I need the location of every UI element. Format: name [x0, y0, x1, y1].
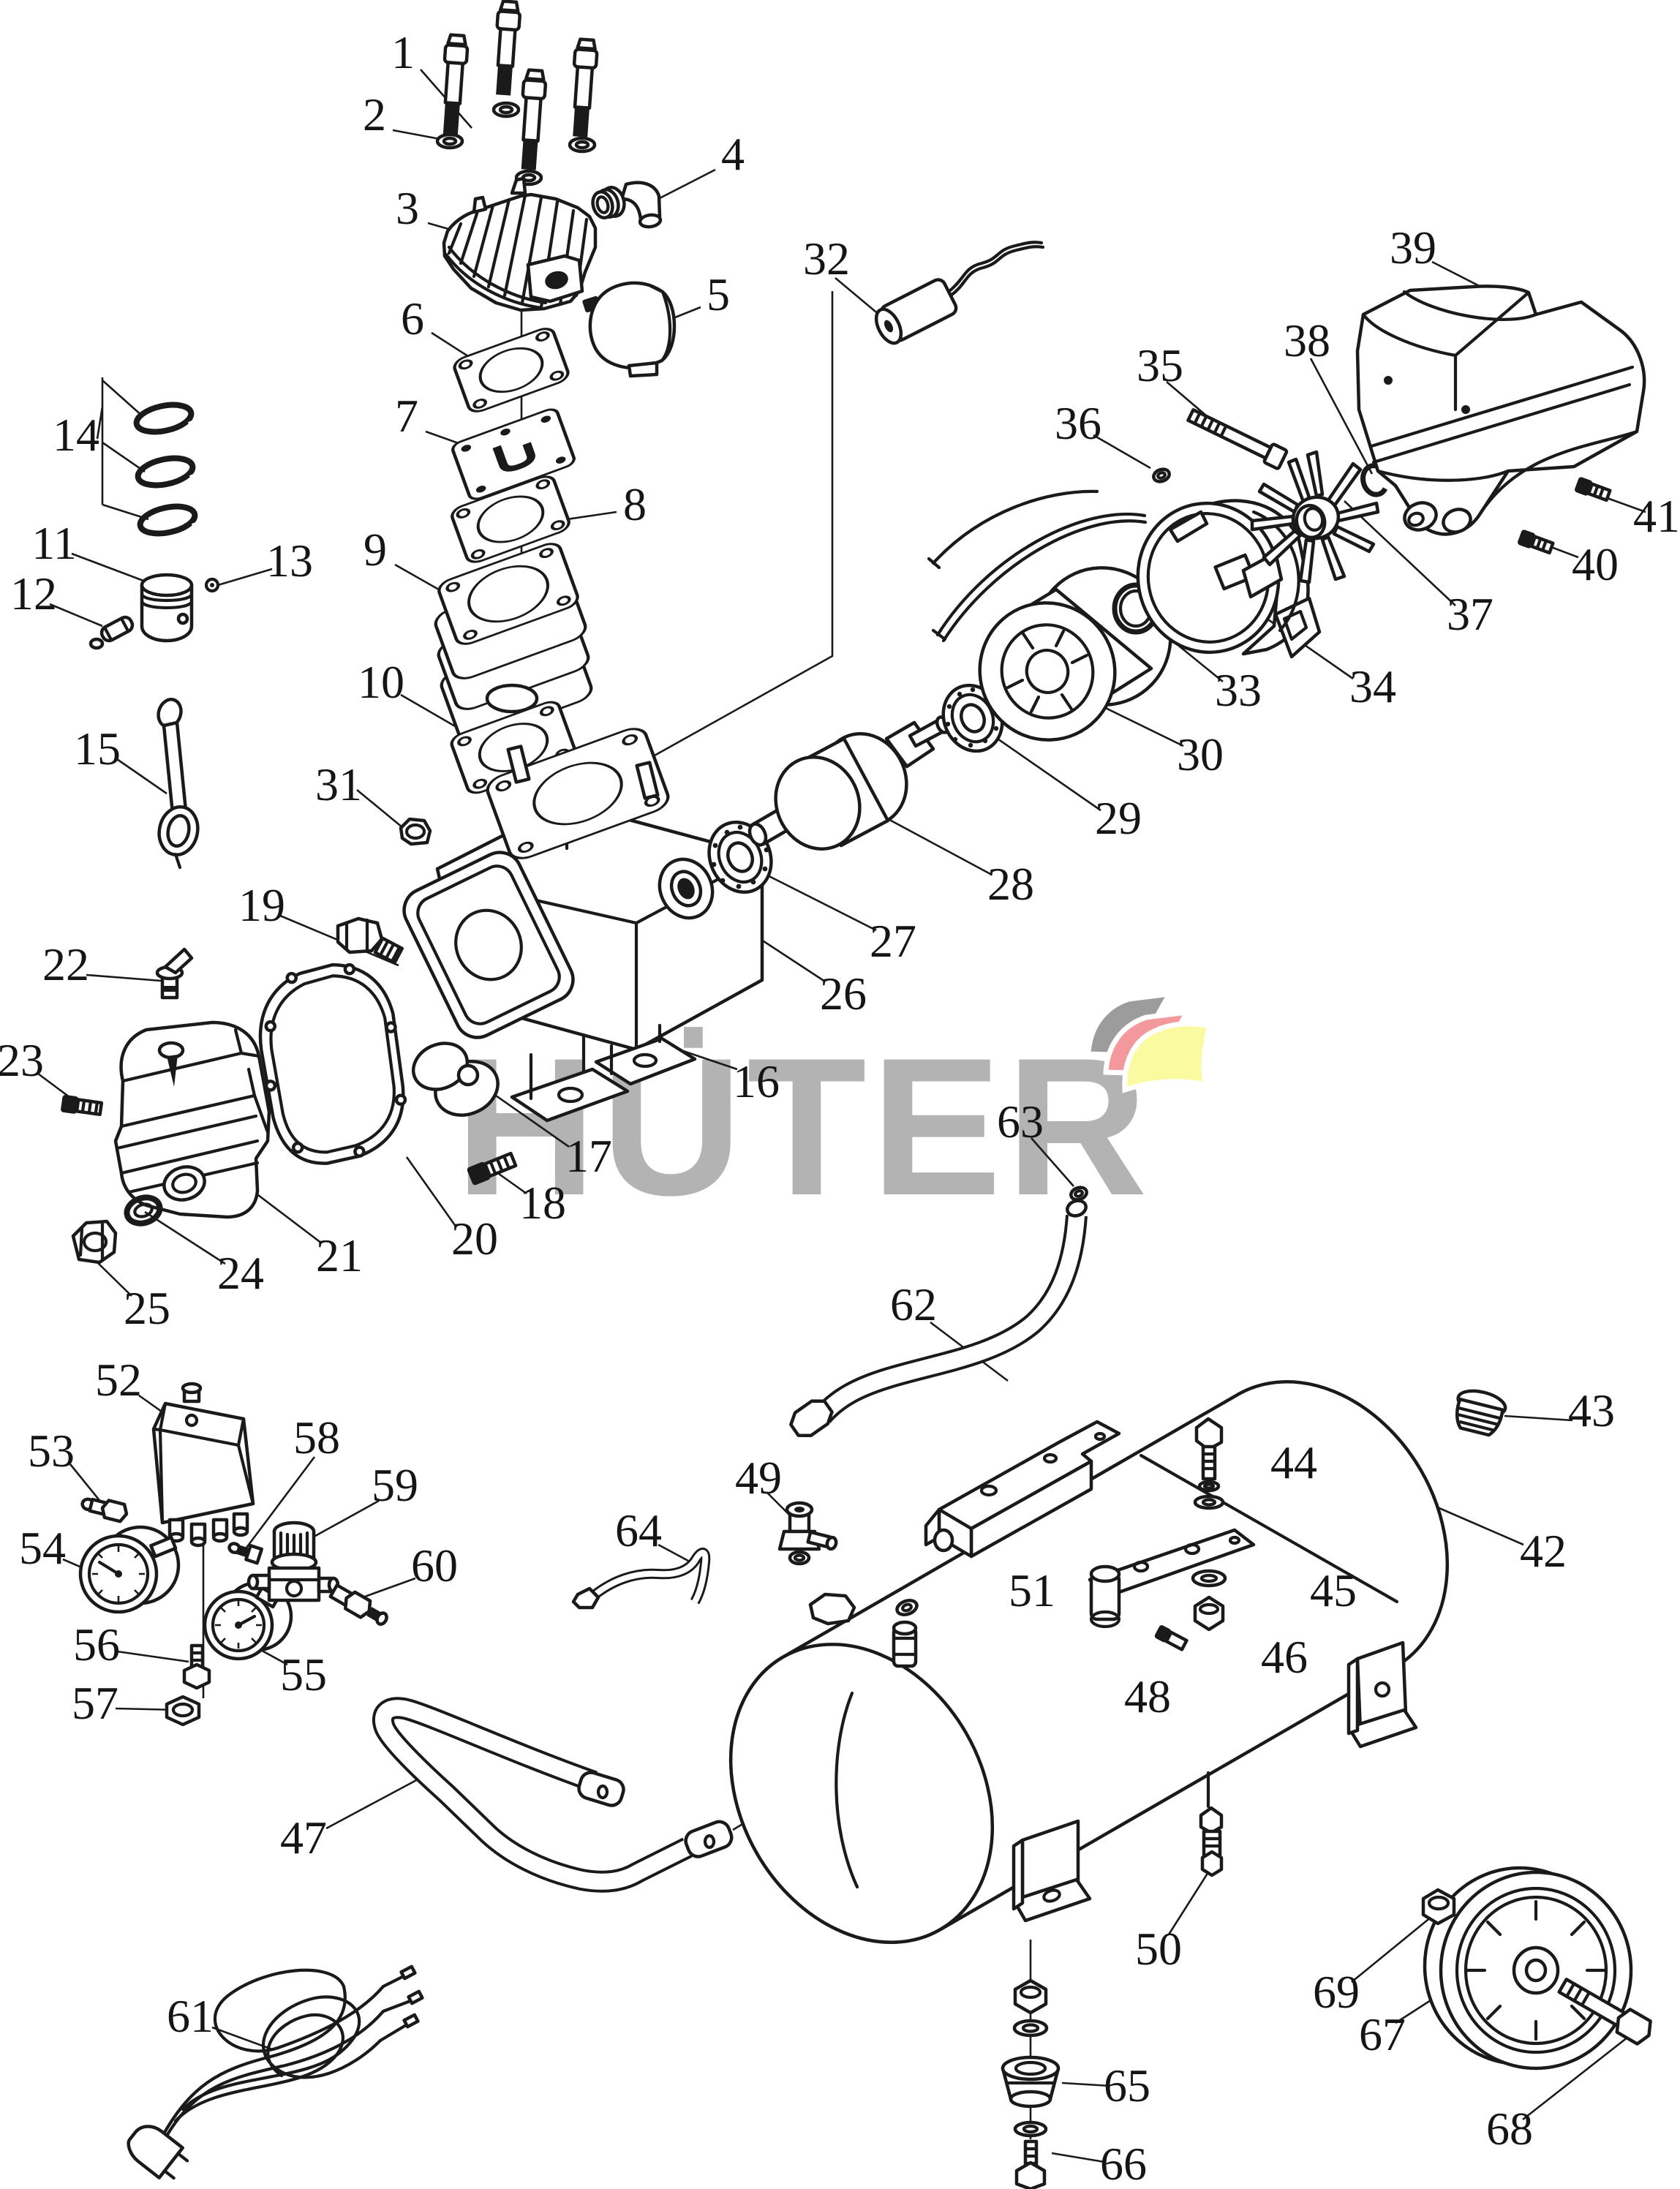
svg-text:25: 25 — [124, 1282, 170, 1334]
svg-text:24: 24 — [217, 1247, 264, 1299]
svg-text:28: 28 — [987, 858, 1034, 910]
svg-text:58: 58 — [293, 1412, 340, 1463]
svg-text:40: 40 — [1572, 538, 1619, 590]
svg-text:69: 69 — [1313, 1966, 1360, 2018]
svg-text:29: 29 — [1095, 792, 1142, 844]
svg-text:67: 67 — [1359, 2008, 1406, 2060]
svg-text:HÜTER: HÜTER — [455, 1017, 1152, 1236]
svg-text:32: 32 — [803, 233, 850, 285]
svg-text:44: 44 — [1270, 1436, 1317, 1488]
svg-text:52: 52 — [95, 1354, 142, 1406]
svg-text:7: 7 — [395, 390, 418, 442]
svg-text:53: 53 — [28, 1425, 75, 1477]
svg-text:34: 34 — [1349, 660, 1396, 712]
svg-text:47: 47 — [280, 1812, 327, 1864]
svg-text:39: 39 — [1390, 222, 1436, 274]
svg-text:42: 42 — [1520, 1525, 1567, 1577]
svg-text:27: 27 — [870, 915, 916, 967]
svg-text:2: 2 — [363, 88, 386, 140]
svg-text:13: 13 — [266, 535, 313, 587]
svg-text:61: 61 — [167, 1990, 214, 2042]
svg-text:49: 49 — [735, 1452, 782, 1504]
svg-text:17: 17 — [565, 1130, 612, 1182]
svg-text:66: 66 — [1100, 2138, 1147, 2189]
svg-text:12: 12 — [10, 568, 57, 619]
svg-text:37: 37 — [1447, 588, 1493, 640]
svg-text:50: 50 — [1135, 1923, 1182, 1975]
svg-text:56: 56 — [73, 1619, 120, 1670]
svg-text:59: 59 — [372, 1459, 418, 1511]
svg-text:62: 62 — [890, 1278, 937, 1330]
svg-text:48: 48 — [1124, 1670, 1171, 1722]
svg-text:51: 51 — [1009, 1564, 1055, 1616]
svg-text:18: 18 — [519, 1177, 566, 1229]
svg-text:30: 30 — [1177, 728, 1224, 780]
svg-text:11: 11 — [31, 517, 77, 569]
svg-text:45: 45 — [1310, 1564, 1357, 1616]
svg-text:5: 5 — [707, 268, 730, 320]
svg-text:41: 41 — [1633, 490, 1680, 542]
svg-text:6: 6 — [401, 293, 424, 344]
svg-text:55: 55 — [280, 1649, 327, 1700]
svg-text:54: 54 — [19, 1522, 66, 1574]
svg-text:8: 8 — [623, 478, 647, 530]
svg-text:14: 14 — [53, 409, 99, 461]
svg-text:20: 20 — [451, 1213, 498, 1265]
svg-text:19: 19 — [238, 879, 285, 931]
svg-text:68: 68 — [1486, 2103, 1533, 2155]
svg-text:23: 23 — [0, 1034, 44, 1086]
svg-text:26: 26 — [820, 968, 867, 1020]
svg-text:3: 3 — [396, 182, 419, 234]
svg-text:16: 16 — [733, 1055, 780, 1107]
svg-text:57: 57 — [72, 1677, 118, 1729]
svg-text:15: 15 — [74, 723, 121, 775]
svg-text:1: 1 — [391, 26, 415, 78]
svg-text:33: 33 — [1215, 664, 1262, 716]
svg-text:60: 60 — [411, 1540, 458, 1591]
svg-text:10: 10 — [358, 656, 404, 708]
svg-text:38: 38 — [1284, 314, 1330, 366]
svg-text:46: 46 — [1261, 1631, 1308, 1683]
svg-text:9: 9 — [364, 524, 387, 576]
svg-text:43: 43 — [1568, 1384, 1615, 1436]
svg-text:31: 31 — [315, 758, 362, 810]
svg-text:64: 64 — [615, 1504, 662, 1556]
svg-text:21: 21 — [316, 1229, 363, 1281]
svg-text:4: 4 — [721, 128, 745, 180]
svg-text:63: 63 — [997, 1096, 1044, 1148]
svg-text:36: 36 — [1055, 397, 1101, 449]
svg-text:22: 22 — [42, 938, 89, 990]
svg-text:65: 65 — [1104, 2060, 1150, 2111]
svg-text:35: 35 — [1137, 339, 1183, 391]
